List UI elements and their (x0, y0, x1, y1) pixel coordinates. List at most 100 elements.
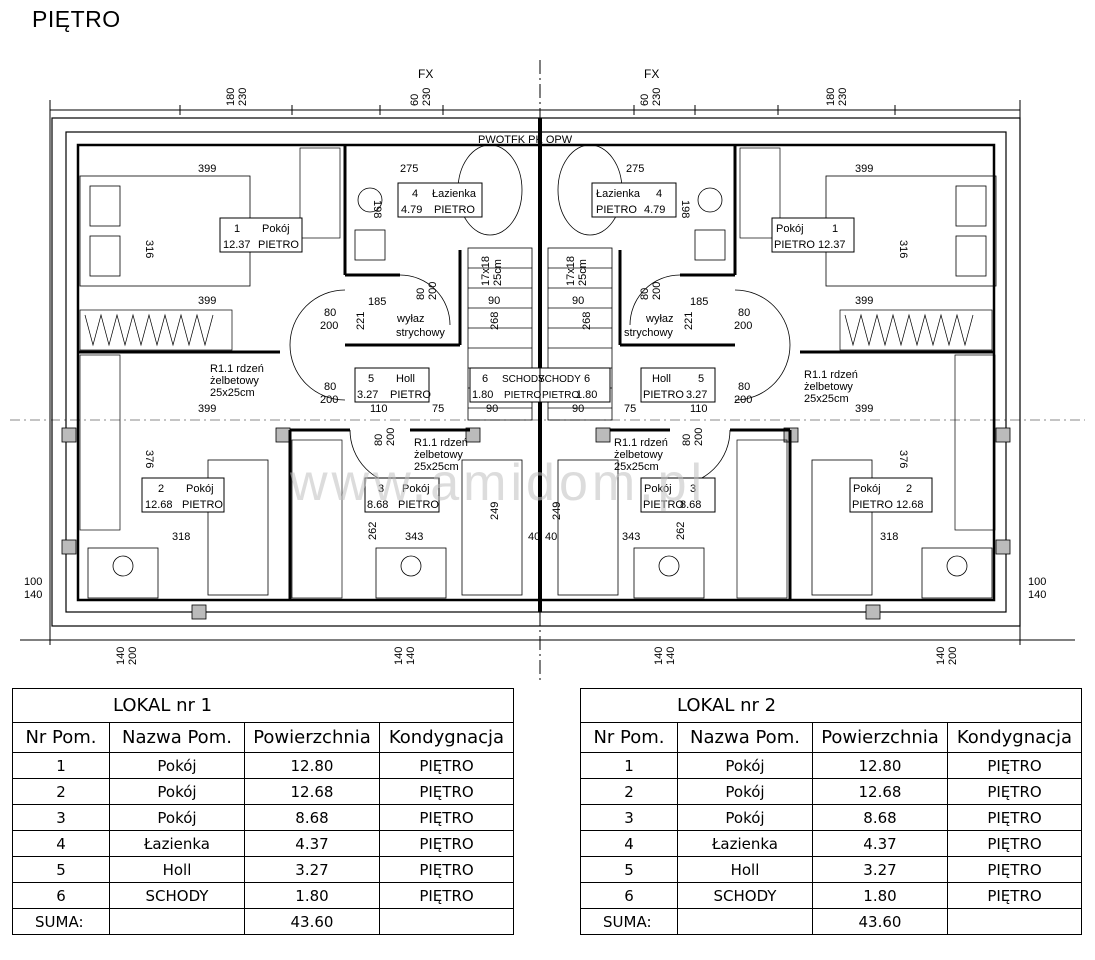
dim: 40 (528, 531, 540, 543)
dim: 90 (488, 295, 500, 307)
room-tag-num: 1 (832, 223, 838, 235)
cell-name: SCHODY (109, 882, 245, 909)
cell-area: 4.37 (812, 830, 948, 857)
door-label: 80 (681, 434, 693, 446)
table-row: 3 Pokój 8.68 PIĘTRO (12, 804, 514, 831)
table-row: 2 Pokój 12.68 PIĘTRO (12, 778, 514, 805)
dim: 399 (855, 403, 873, 415)
column-label: R1.1 rdzeń (210, 363, 264, 375)
dim-bottom: 140 (653, 647, 665, 665)
table-row: 2 Pokój 12.68 PIĘTRO (580, 778, 1082, 805)
cell-area: 4.37 (244, 830, 380, 857)
room-tag-num: 2 (906, 483, 912, 495)
cell-level: PIĘTRO (947, 882, 1082, 909)
dim: 399 (198, 295, 216, 307)
sum-label: SUMA: (12, 908, 110, 935)
cell-nr: 4 (12, 830, 110, 857)
room-tag-area: 4.79 (401, 204, 422, 216)
dim: 90 (572, 295, 584, 307)
cell-name: Holl (109, 856, 245, 883)
dim: 268 (489, 312, 501, 330)
room-tag-area: 12.68 (145, 499, 173, 511)
table-row: 6 SCHODY 1.80 PIĘTRO (12, 882, 514, 909)
cell-area: 8.68 (244, 804, 380, 831)
cell-area: 3.27 (812, 856, 948, 883)
dim: 185 (690, 296, 708, 308)
dim: 316 (897, 240, 909, 258)
dim-side: 100 (1028, 576, 1046, 588)
column-header: Powierzchnia (812, 722, 948, 753)
room-tag-area: 3.27 (686, 389, 707, 401)
dim: 262 (367, 522, 379, 540)
cell-nr: 5 (12, 856, 110, 883)
cell-level: PIĘTRO (379, 882, 514, 909)
table-row: 6 SCHODY 1.80 PIĘTRO (580, 882, 1082, 909)
room-tag-name: Pokój (186, 483, 214, 495)
table-title: LOKAL nr 1 (12, 688, 514, 723)
sum-label: SUMA: (580, 908, 678, 935)
cell-nr: 1 (12, 752, 110, 779)
room-tag-num: 5 (698, 373, 704, 385)
cell-name: Pokój (109, 752, 245, 779)
column-label: żelbetowy (614, 449, 663, 461)
page-title: PIĘTRO (32, 6, 121, 32)
opening-label: 25cm (577, 259, 589, 286)
column-label: R1.1 rdzeń (614, 437, 668, 449)
door-label: 80 (324, 381, 336, 393)
door-label: 80 (415, 288, 427, 300)
door-label: 80 (738, 381, 750, 393)
room-tag-level: PIETRO (258, 239, 299, 251)
cell-level: PIĘTRO (947, 830, 1082, 857)
cell-level: PIĘTRO (379, 778, 514, 805)
dim: 399 (855, 163, 873, 175)
dim-side: 140 (24, 589, 42, 601)
dim: 318 (172, 531, 190, 543)
cell-level: PIĘTRO (379, 804, 514, 831)
cell-level: PIĘTRO (947, 752, 1082, 779)
room-tag-num: 6 (482, 373, 488, 385)
axis-label: FX (644, 67, 659, 81)
table-row: 4 Łazienka 4.37 PIĘTRO (12, 830, 514, 857)
room-tag-name: Holl (652, 373, 671, 385)
room-tag-area: 1.80 (576, 389, 597, 401)
opening-label: 17x18 (480, 256, 492, 286)
dim-bottom: 140 (405, 647, 417, 665)
dim: 185 (368, 296, 386, 308)
room-tag-area: 8.68 (680, 499, 701, 511)
room-tag-num: 4 (656, 188, 662, 200)
room-tag-name: Pokój (262, 223, 290, 235)
dim-bottom: 140 (935, 647, 947, 665)
dim-bottom: 200 (127, 647, 139, 665)
dim: 343 (405, 531, 423, 543)
dim-bottom: 140 (393, 647, 405, 665)
room-tag-name: Łazienka (596, 188, 641, 200)
dim-top: 180 (225, 88, 237, 106)
column-label: żelbetowy (210, 375, 259, 387)
room-tag-num: 5 (368, 373, 374, 385)
dim-bottom: 200 (947, 647, 959, 665)
dim: 75 (624, 403, 636, 415)
room-tag-name: SCHODY (502, 374, 545, 385)
cell-name: Pokój (677, 778, 813, 805)
cell-nr: 3 (580, 804, 678, 831)
column-header: Powierzchnia (244, 722, 380, 753)
door-label: 200 (734, 320, 752, 332)
dim-bottom: 140 (115, 647, 127, 665)
dim: 343 (622, 531, 640, 543)
cell-name: Pokój (677, 752, 813, 779)
dim: 275 (626, 163, 644, 175)
dim-top: 230 (421, 88, 433, 106)
cell-level: PIĘTRO (947, 778, 1082, 805)
attic-exit-label: strychowy (396, 327, 445, 339)
door-label: 200 (320, 320, 338, 332)
dim: 318 (880, 531, 898, 543)
column-label: 25x25cm (804, 393, 849, 405)
room-tag-name: SCHODY (538, 374, 581, 385)
opening-label: 17x18 (565, 256, 577, 286)
dim-top: 180 (825, 88, 837, 106)
room-tag-num: 1 (234, 223, 240, 235)
sum-value: 43.60 (244, 908, 380, 935)
room-tag-area: 3.27 (357, 389, 378, 401)
cell-nr: 6 (12, 882, 110, 909)
cell-area: 1.80 (812, 882, 948, 909)
